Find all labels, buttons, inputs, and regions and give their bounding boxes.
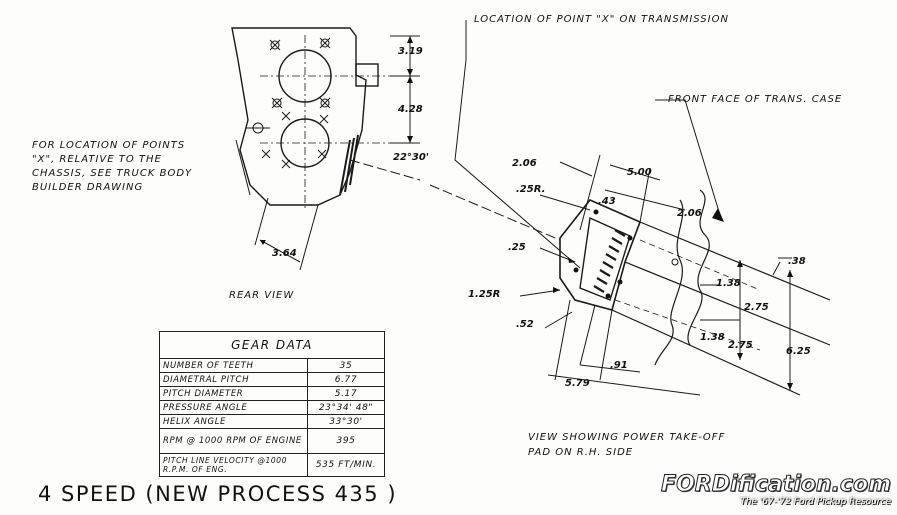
front-face-label: FRONT FACE OF TRANS. CASE xyxy=(668,94,843,105)
dim-52: .52 xyxy=(516,319,534,330)
gear-value: 395 xyxy=(307,428,385,454)
dim-2-75b: 2.75 xyxy=(728,340,753,351)
dim-2-06b: 2.06 xyxy=(677,208,702,219)
dim-38: .38 xyxy=(788,256,806,267)
gear-label: RPM @ 1000 RPM OF ENGINE xyxy=(159,428,308,454)
side-view-caption-1: VIEW SHOWING POWER TAKE-OFF xyxy=(528,432,726,443)
pto-pad-view xyxy=(519,154,831,396)
table-row: PITCH LINE VELOCITY @1000 R.P.M. OF ENG.… xyxy=(159,453,385,477)
note-line-3: CHASSIS, SEE TRUCK BODY xyxy=(32,168,193,179)
gear-label: DIAMETRAL PITCH xyxy=(159,372,308,387)
dim-22-30: 22°30' xyxy=(393,152,429,163)
watermark-tagline: The '67-'72 Ford Pickup Resource xyxy=(740,497,891,507)
gear-label: PITCH LINE VELOCITY @1000 R.P.M. OF ENG. xyxy=(159,453,308,477)
main-title: 4 SPEED (NEW PROCESS 435 ) xyxy=(38,482,398,506)
dim-5-79: 5.79 xyxy=(565,378,590,389)
dim-2-75a: 2.75 xyxy=(744,302,769,313)
dim-43: .43 xyxy=(598,196,616,207)
watermark: FORDification.com The '67-'72 Ford Picku… xyxy=(661,472,892,508)
dim-25r: .25R. xyxy=(516,184,546,195)
dim-3-19: 3.19 xyxy=(398,46,423,57)
dim-6-25: 6.25 xyxy=(786,346,811,357)
point-x-location-label: LOCATION OF POINT "X" ON TRANSMISSION xyxy=(474,14,729,25)
dim-1-38b: 1.38 xyxy=(700,332,725,343)
watermark-name: FORDification.com xyxy=(661,472,892,498)
dim-1-38a: 1.38 xyxy=(716,278,741,289)
gear-label: HELIX ANGLE xyxy=(159,414,308,429)
gear-value: 35 xyxy=(307,358,385,373)
dim-5-00: 5.00 xyxy=(627,167,652,178)
gear-value: 535 FT/MIN. xyxy=(307,453,385,477)
gear-value: 23°34' 48" xyxy=(307,400,385,415)
dim-25: .25 xyxy=(508,242,526,253)
note-line-4: BUILDER DRAWING xyxy=(32,182,144,193)
note-line-1: FOR LOCATION OF POINTS xyxy=(32,140,186,151)
note-line-2: "X", RELATIVE TO THE xyxy=(32,154,162,165)
dim-1-25r: 1.25R xyxy=(468,289,501,300)
gear-label: PRESSURE ANGLE xyxy=(159,400,308,415)
dim-4-28: 4.28 xyxy=(398,104,423,115)
dim-3-64: 3.64 xyxy=(272,248,297,259)
dim-91: .91 xyxy=(610,360,628,371)
gear-value: 33°30' xyxy=(307,414,385,429)
rear-view-caption: REAR VIEW xyxy=(229,290,295,301)
gear-value: 6.77 xyxy=(307,372,385,387)
rear-view-housing xyxy=(231,27,420,271)
side-view-caption-2: PAD ON R.H. SIDE xyxy=(528,447,634,458)
gear-table-title: GEAR DATA xyxy=(159,331,385,359)
gear-label: PITCH DIAMETER xyxy=(159,386,308,401)
gear-value: 5.17 xyxy=(307,386,385,401)
dim-2-06a: 2.06 xyxy=(512,158,537,169)
gear-label: NUMBER OF TEETH xyxy=(159,358,308,373)
